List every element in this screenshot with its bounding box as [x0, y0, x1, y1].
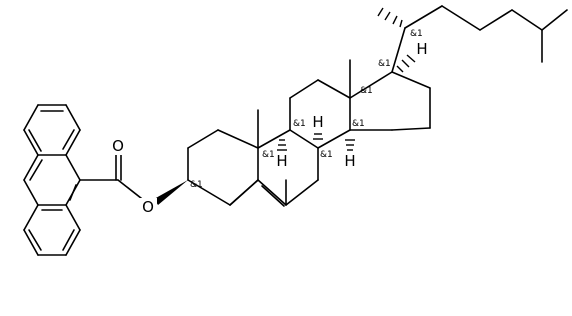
- steroid-ring-a: [187, 129, 259, 206]
- steroid-ring-d: [349, 71, 431, 131]
- cholesterol-side-chain: [391, 5, 568, 73]
- c8-hydrogen-label: H: [312, 113, 323, 131]
- c17-hydrogen-label: H: [416, 40, 427, 58]
- steroid-ring-b: [229, 129, 319, 206]
- c5-c6-double-bond: [261, 185, 285, 207]
- carbonyl-oxygen-label: O: [112, 137, 124, 155]
- anthracene-left-ring: [23, 104, 81, 156]
- c14-stereo-mark: &1: [352, 119, 365, 129]
- c17-stereo-mark: &1: [378, 59, 391, 69]
- c13-stereo-mark: &1: [360, 86, 373, 96]
- c9-hydrogen-label: H: [276, 152, 287, 170]
- anthracene-central-ring: [23, 154, 81, 206]
- c20-stereo-mark: &1: [410, 29, 423, 39]
- c9-h-hash: [277, 139, 287, 151]
- c14-h-hash: [345, 139, 355, 151]
- ester-oxygen-label: O: [142, 198, 154, 216]
- c3-stereo-mark: &1: [190, 180, 203, 190]
- steroid-ring-c: [289, 79, 351, 149]
- c8-stereo-mark: &1: [320, 150, 333, 160]
- c14-hydrogen-label: H: [344, 152, 355, 170]
- c3-wedge-bond: [154, 180, 188, 205]
- c9-stereo-mark: &1: [293, 119, 306, 129]
- c20-hash-methyl: [377, 7, 403, 28]
- c10-stereo-mark: &1: [262, 150, 275, 160]
- c17-h-hash: [396, 54, 416, 73]
- ester-linkage: [79, 151, 147, 203]
- anthracene-bottom-ring: [23, 204, 81, 256]
